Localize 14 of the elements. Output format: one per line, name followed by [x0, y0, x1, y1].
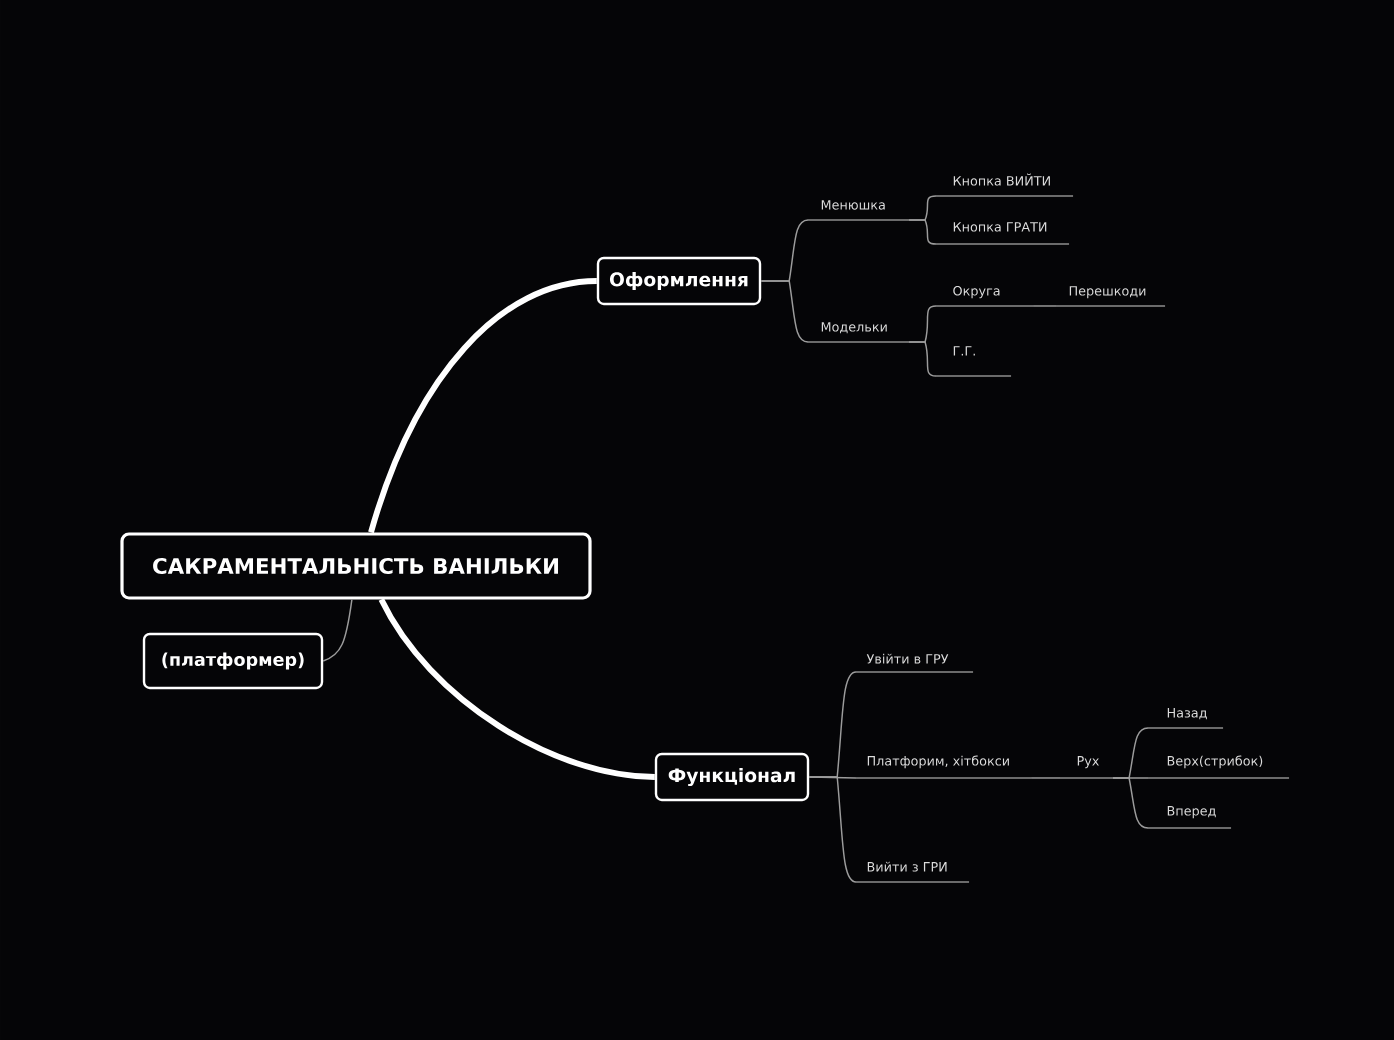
connector: [760, 280, 809, 343]
connector: [322, 598, 353, 662]
connector: [378, 598, 655, 780]
topic-box: Оформлення: [596, 256, 762, 306]
topic-box: (платформер): [142, 632, 324, 690]
connector: [1032, 305, 1057, 307]
topic-box: САКРАМЕНТАЛЬНІСТЬ ВАНІЛЬКИ: [120, 532, 592, 600]
topic-box: Функціонал: [654, 752, 810, 802]
connector: [1030, 777, 1061, 779]
connector: [808, 776, 857, 883]
connector: [908, 341, 937, 377]
connector: [368, 278, 598, 534]
connector: [908, 219, 937, 245]
connector: [1112, 777, 1149, 829]
